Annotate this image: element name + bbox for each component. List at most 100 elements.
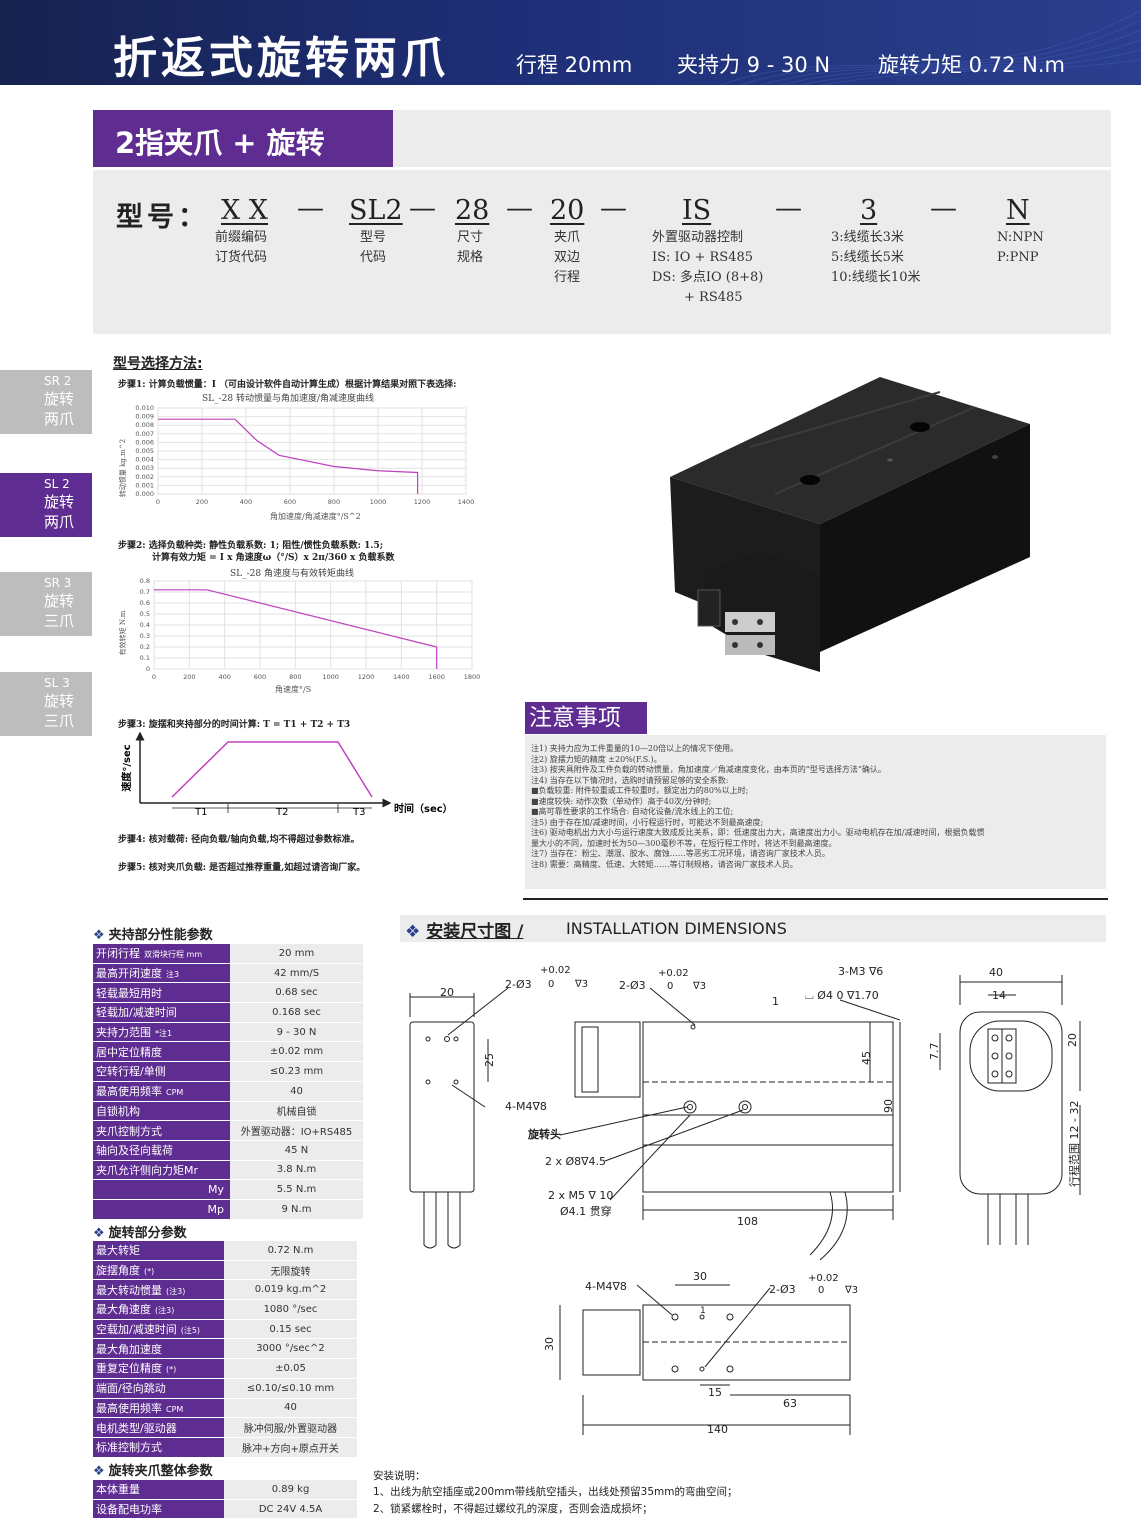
table-row: 空转行程/单侧≤0.23 mm: [93, 1061, 363, 1082]
install-note-title: 安装说明：: [373, 1470, 426, 1482]
side-tab-sr2[interactable]: SR 2 旋转两爪: [0, 370, 92, 434]
table-row: 夹爪控制方式外置驱动器：IO+RS485: [93, 1120, 363, 1141]
side-tab-sl2[interactable]: SL 2 旋转两爪: [0, 473, 92, 537]
chart2-title: SL_-28 角速度与有效转矩曲线: [230, 567, 354, 579]
note-line: 注3) 按夹具附件及工件负载的转动惯量，角加速度／角减速度变化，由本页的“型号选…: [531, 765, 886, 774]
y-tick-label: 0.2: [140, 643, 150, 651]
spec-value: 9 N.m: [230, 1199, 363, 1220]
note-line: ■速度较快: 动作次数（单动作）高于40次/分钟时;: [531, 796, 712, 806]
product-image: [520, 352, 1105, 697]
rotate-table-title: ❖旋转部分参数: [93, 1226, 187, 1241]
spec-key: 最大角速度(注3): [93, 1299, 224, 1320]
install-note-1: 1、出线为航空插座或200mm带线航空插头，出线处预留35mm的弯曲空间；: [373, 1486, 738, 1498]
spec-key: 轻载加/减速时间: [93, 1002, 230, 1023]
spec-value: 3000 °/sec^2: [224, 1338, 357, 1360]
section-tab: [93, 110, 393, 167]
y-tick-label: 0.6: [140, 599, 150, 607]
selection-step4: 步骤4: 核对载荷: 径向负载/轴向负载,均不得超过参数标准。: [118, 835, 360, 845]
model-code-control: IS: [682, 195, 712, 226]
time-seg-t1: T1: [194, 807, 207, 818]
y-tick-label: 0.005: [135, 447, 154, 455]
spec-key: 设备配电功率: [93, 1499, 224, 1520]
note-line: 注4) 当存在以下情况时，选购时请预留足够的安全系数:: [531, 775, 729, 785]
dim-140: 140: [707, 1423, 728, 1436]
spec-key: 夹爪允许侧向力矩Mr: [93, 1160, 230, 1181]
dim-30-vertical: 30: [543, 1337, 556, 1351]
y-tick-label: 0.000: [135, 490, 154, 498]
dim-hole-2-d3: 2-Ø3: [619, 979, 646, 992]
spec-value: 机械自锁: [230, 1101, 363, 1122]
model-code-prefix: X X: [221, 195, 269, 226]
desc-stroke: 夹爪双边行程: [554, 230, 581, 285]
chart1-xlabel: 角加速度/角减速度°/S^2: [270, 511, 361, 521]
installation-drawing: 20 25 2-Ø3 +0.02 0 ∇3 2-Ø3 +0.02 0 ∇3 1 …: [409, 965, 1081, 1436]
chart1-grid: [157, 407, 467, 495]
dim-108: 108: [737, 1215, 758, 1228]
dim-30: 30: [693, 1270, 707, 1283]
dim-stroke-range: 行程范围 12 - 32: [1067, 1101, 1081, 1187]
x-tick-label: 1200: [358, 673, 375, 681]
notes-title: 注意事项: [525, 702, 647, 734]
spec-key: 电机类型/驱动器: [93, 1417, 224, 1438]
selection-title: 型号选择方法:: [113, 356, 203, 372]
dim-counterbore: ⌴ Ø4 0 ∇1.70: [805, 989, 879, 1002]
spec-value: 40: [224, 1398, 357, 1419]
model-code-stroke: 20: [550, 195, 585, 226]
spec-key: 最大角加速度: [93, 1338, 224, 1360]
x-tick-label: 1000: [322, 673, 339, 681]
spec-value: 1080 °/sec: [224, 1299, 357, 1320]
side-tab-sr3[interactable]: SR 3 旋转三爪: [0, 572, 92, 636]
spec-key: 夹持力范围*注1: [93, 1022, 230, 1043]
note-line: 注2) 旋摆力矩的精度 ±20%(F.S.)。: [531, 754, 662, 764]
y-tick-label: 0.003: [135, 464, 154, 472]
x-tick-label: 1200: [414, 498, 431, 506]
spec-value: ±0.05: [224, 1358, 357, 1379]
table-row: 端面/径向跳动≤0.10/≤0.10 mm: [93, 1378, 357, 1399]
spec-stroke: 行程 20mm: [516, 53, 633, 77]
spec-value: 脉冲+方向+原点开关: [224, 1437, 357, 1458]
x-tick-label: 600: [284, 498, 296, 506]
spec-value: 0.72 N.m: [224, 1241, 357, 1261]
table-row: 重复定位精度(*)±0.05: [93, 1358, 357, 1379]
note-line: ■负载较重: 附件较重或工件较重时，额定出力的80%以上时;: [531, 786, 749, 795]
notes-box: [525, 735, 1106, 889]
diamond-icon: ❖: [93, 1464, 105, 1479]
spec-value: 0.89 kg: [224, 1480, 357, 1500]
spec-key: 旋摆角度(*): [93, 1260, 224, 1281]
dim-25: 25: [483, 1053, 496, 1067]
spec-value: 20 mm: [230, 944, 363, 964]
spec-key: 空转行程/单侧: [93, 1061, 230, 1082]
x-tick-label: 0: [156, 498, 160, 506]
dim-tol: +0.02: [658, 968, 689, 979]
spec-key: 居中定位精度: [93, 1041, 230, 1063]
dim-7-7: 7.7: [928, 1043, 941, 1061]
y-tick-label: 0.8: [140, 577, 150, 585]
chart2-ylabel: 有效转矩 N.m: [118, 610, 127, 655]
desc-type: 型号代码: [360, 230, 387, 265]
dim-hole-2-d3-bottom: 2-Ø3: [769, 1283, 796, 1296]
dim-depth3: ∇3: [574, 979, 588, 990]
dim-d4-1-through: Ø4.1 贯穿: [560, 1204, 612, 1218]
x-tick-label: 1000: [370, 498, 387, 506]
side-tab-sl3[interactable]: SL 3 旋转三爪: [0, 672, 92, 736]
time-chart-profile: [171, 741, 373, 798]
dim-tol0: 0: [548, 979, 554, 990]
table-row: 标准控制方式脉冲+方向+原点开关: [93, 1437, 357, 1458]
page-header: [0, 0, 1141, 85]
spec-key: My: [93, 1179, 230, 1200]
x-tick-label: 400: [240, 498, 252, 506]
note-line: 注7) 当存在：粉尘、潮湿、胶水、腐蚀……等恶劣工况环境，请咨询厂家技术人员。: [531, 849, 830, 858]
dim-14: 14: [992, 989, 1006, 1002]
x-tick-label: 200: [183, 673, 195, 681]
